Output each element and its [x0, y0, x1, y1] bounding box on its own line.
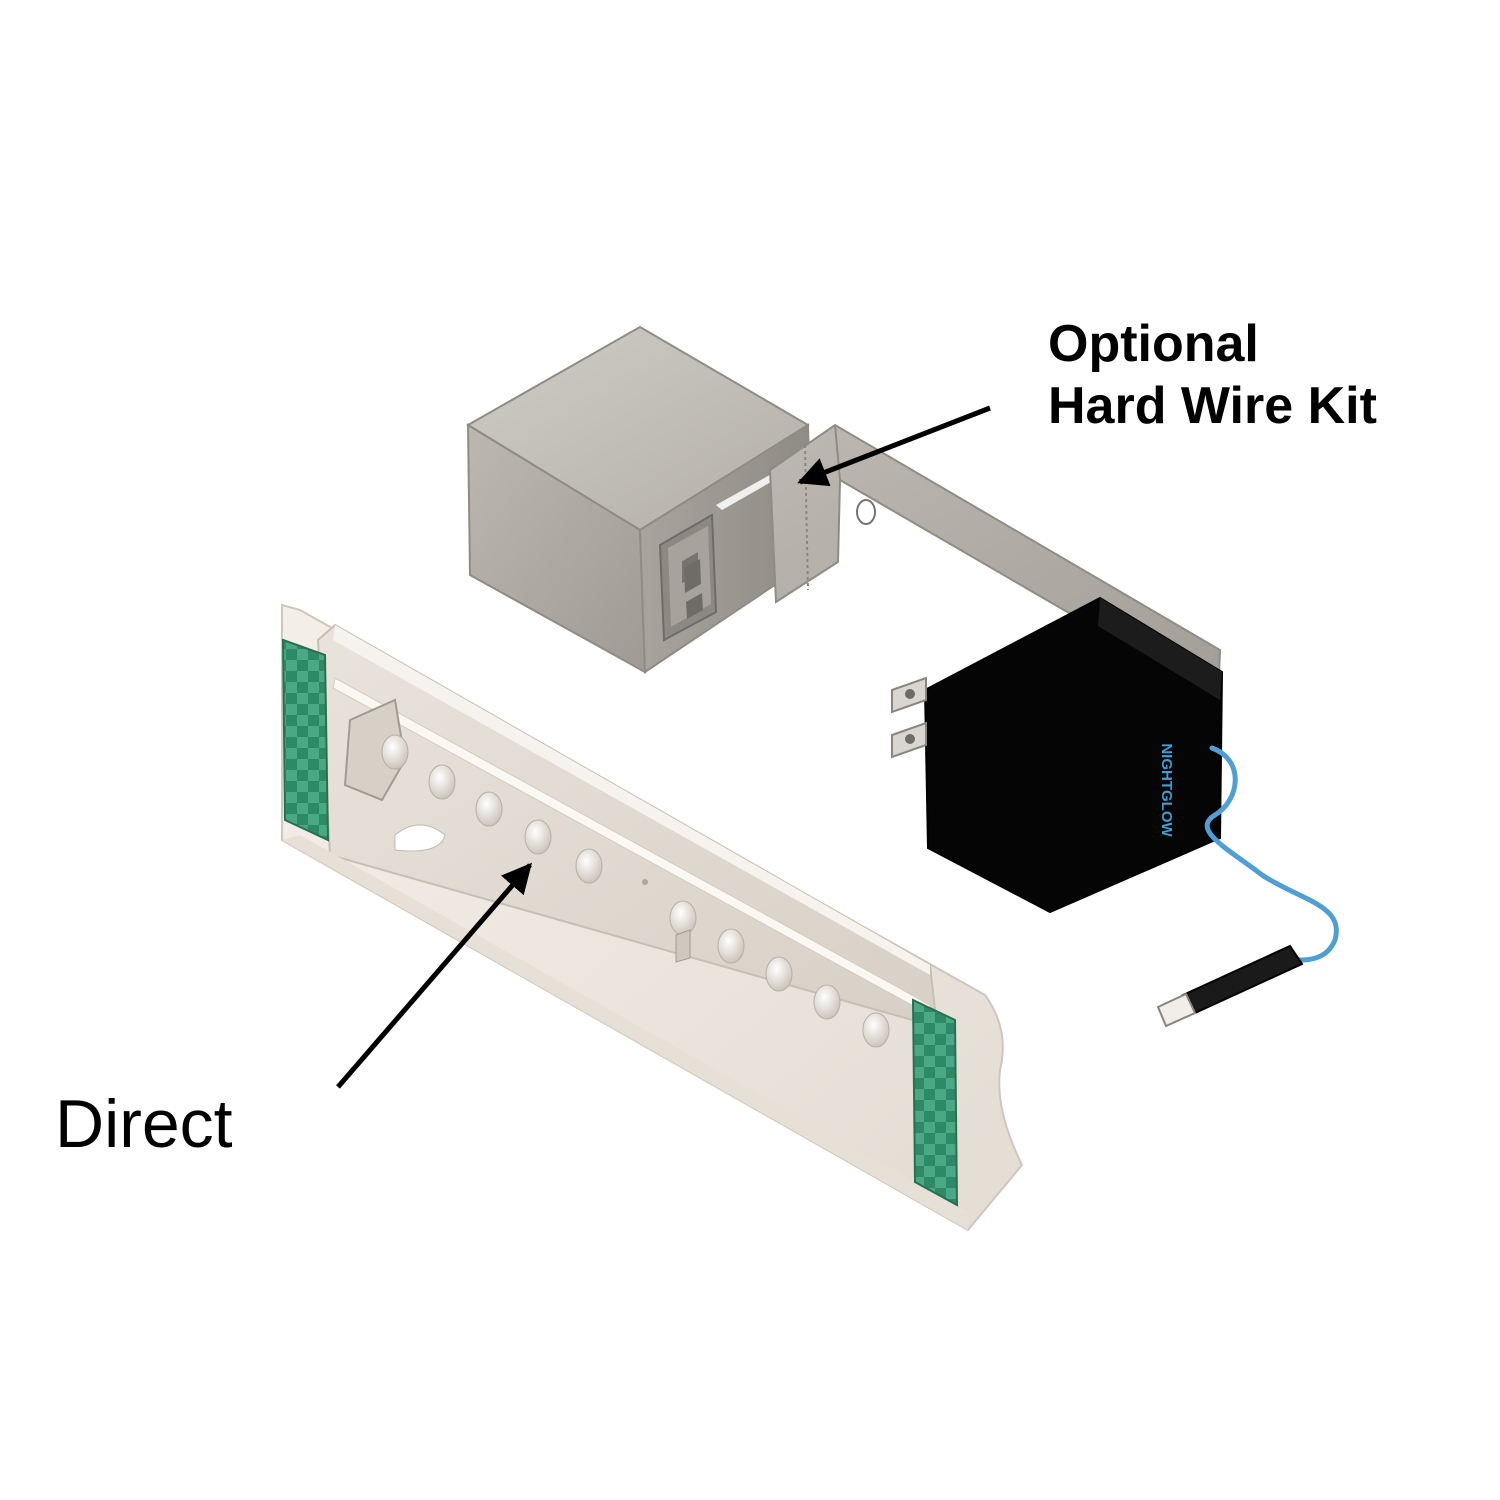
hardwire-kit-label-line1: Optional: [1048, 315, 1259, 373]
fixture-socket: [343, 698, 407, 802]
led-bulb: [475, 791, 503, 827]
led-bulb: [524, 819, 552, 855]
low-voltage-plug: [1156, 944, 1304, 1028]
transformer-prongs: [891, 676, 927, 759]
bracket-hole: [856, 499, 876, 525]
led-bulb: [813, 984, 841, 1020]
direct-arrow: [336, 862, 532, 1089]
green-lens-right: [911, 998, 959, 1207]
led-bulb: [669, 900, 697, 936]
outlet-receptacle: [658, 513, 718, 642]
led-bulb: [575, 848, 603, 884]
led-bulb: [862, 1012, 890, 1048]
hardwire-kit-label-line2: Hard Wire Kit: [1048, 377, 1377, 435]
direct-label: Direct: [55, 1086, 233, 1162]
transformer-brand: NIGHTGLOW: [1158, 743, 1175, 837]
led-bulb: [381, 734, 409, 770]
power-cord: [1204, 745, 1339, 963]
hardwire-kit-label: Optional Hard Wire Kit: [1048, 313, 1377, 437]
led-bulbs: [381, 734, 890, 1048]
led-bulb: [428, 764, 456, 800]
junction-box: [466, 325, 814, 674]
plug-in-transformer: [891, 596, 1339, 1028]
led-bulb: [765, 956, 793, 992]
led-bulb: [717, 928, 745, 964]
green-lens-left: [281, 638, 330, 842]
light-fixture: [281, 603, 1024, 1232]
hardwire-kit-arrow: [797, 405, 991, 487]
